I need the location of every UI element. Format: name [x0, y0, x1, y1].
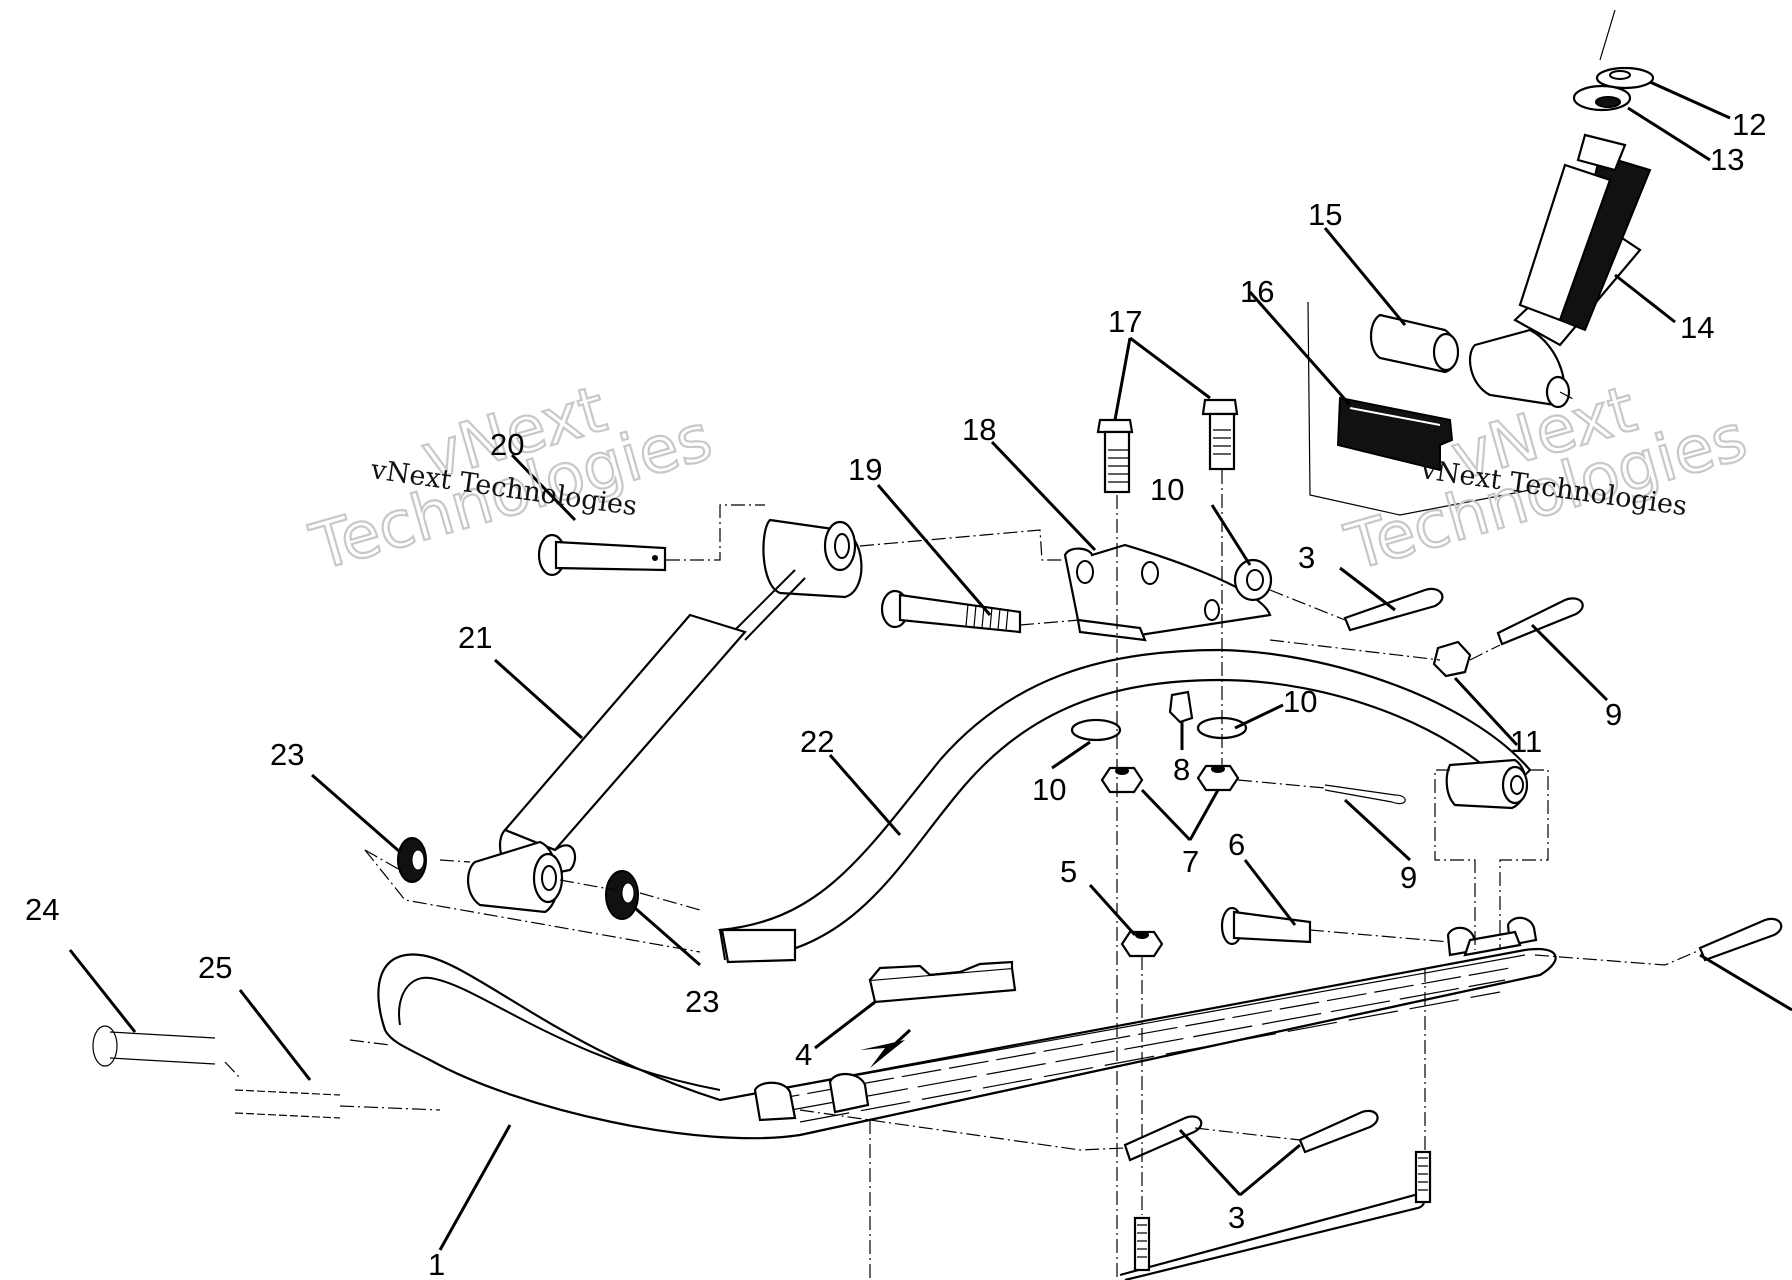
spindle — [1468, 9, 1652, 409]
callout-25[interactable]: 25 — [198, 950, 232, 985]
callout-21[interactable]: 21 — [458, 620, 492, 655]
nut-5 — [1120, 930, 1164, 958]
callout-17[interactable]: 17 — [1108, 304, 1142, 339]
callout-9[interactable]: 9 — [1605, 697, 1622, 732]
bolt-17-right — [1201, 398, 1239, 471]
callout-9[interactable]: 9 — [1400, 860, 1417, 895]
nut-7-left — [1100, 766, 1144, 794]
callout-10[interactable]: 10 — [1150, 472, 1184, 507]
pin-25 — [234, 1089, 341, 1119]
callout-19[interactable]: 19 — [848, 452, 882, 487]
callout-10[interactable]: 10 — [1032, 772, 1066, 807]
callout-22[interactable]: 22 — [800, 724, 834, 759]
callout-11[interactable]: 11 — [1510, 724, 1542, 759]
bracket-18 — [1063, 543, 1272, 642]
assembly-guide-lines — [224, 391, 1701, 1280]
bushing-15 — [1369, 313, 1460, 374]
callout-14[interactable]: 14 — [1680, 310, 1714, 345]
bolt-20 — [537, 533, 667, 577]
callout-labels[interactable]: 1 3 3 4 5 6 7 8 9 9 10 10 10 11 12 13 14… — [25, 107, 1766, 1280]
callout-5[interactable]: 5 — [1060, 854, 1077, 889]
shock-absorber — [467, 518, 863, 914]
part-16-block — [1336, 396, 1454, 472]
cotter-pin-9-upper — [1496, 597, 1584, 646]
leader-lines — [68, 80, 1792, 1251]
leaf-spring — [718, 648, 1532, 964]
pin-24 — [92, 1025, 216, 1067]
callout-20[interactable]: 20 — [490, 427, 524, 462]
callout-6[interactable]: 6 — [1228, 827, 1245, 862]
bushing-right — [605, 870, 639, 920]
callout-23[interactable]: 23 — [270, 737, 304, 772]
pin-6 — [1220, 906, 1312, 946]
bushing-left — [397, 837, 427, 883]
bolt-17-left — [1096, 418, 1134, 494]
ski — [377, 916, 1557, 1140]
callout-15[interactable]: 15 — [1308, 197, 1342, 232]
callout-3[interactable]: 3 — [1298, 540, 1315, 575]
cotter-pin-9-lower — [1324, 784, 1406, 805]
callout-24[interactable]: 24 — [25, 892, 59, 927]
callout-1[interactable]: 1 — [428, 1247, 445, 1280]
nut-11 — [1432, 640, 1472, 678]
callout-23[interactable]: 23 — [685, 984, 719, 1019]
skid-plate-4 — [868, 966, 1017, 1004]
callout-4[interactable]: 4 — [795, 1037, 812, 1072]
washer-lower-left — [1070, 718, 1122, 742]
callout-8[interactable]: 8 — [1173, 752, 1190, 787]
callout-13[interactable]: 13 — [1710, 142, 1744, 177]
bolt-19 — [880, 589, 1022, 634]
stop-8 — [1168, 690, 1194, 724]
cotter-pins-3-lower — [1123, 1109, 1379, 1162]
watermark-right: vNext Technologies vNext Technologies — [1337, 372, 1756, 587]
callout-16[interactable]: 16 — [1240, 274, 1274, 309]
cotter-pin-right — [1698, 917, 1783, 962]
callout-10[interactable]: 10 — [1283, 684, 1317, 719]
callout-3[interactable]: 3 — [1228, 1200, 1245, 1235]
wear-bar — [1119, 1150, 1432, 1280]
callout-12[interactable]: 12 — [1732, 107, 1766, 142]
washer-upper — [1233, 558, 1273, 602]
callout-18[interactable]: 18 — [962, 412, 996, 447]
callout-7[interactable]: 7 — [1182, 844, 1199, 879]
nut-7-right — [1196, 764, 1240, 792]
